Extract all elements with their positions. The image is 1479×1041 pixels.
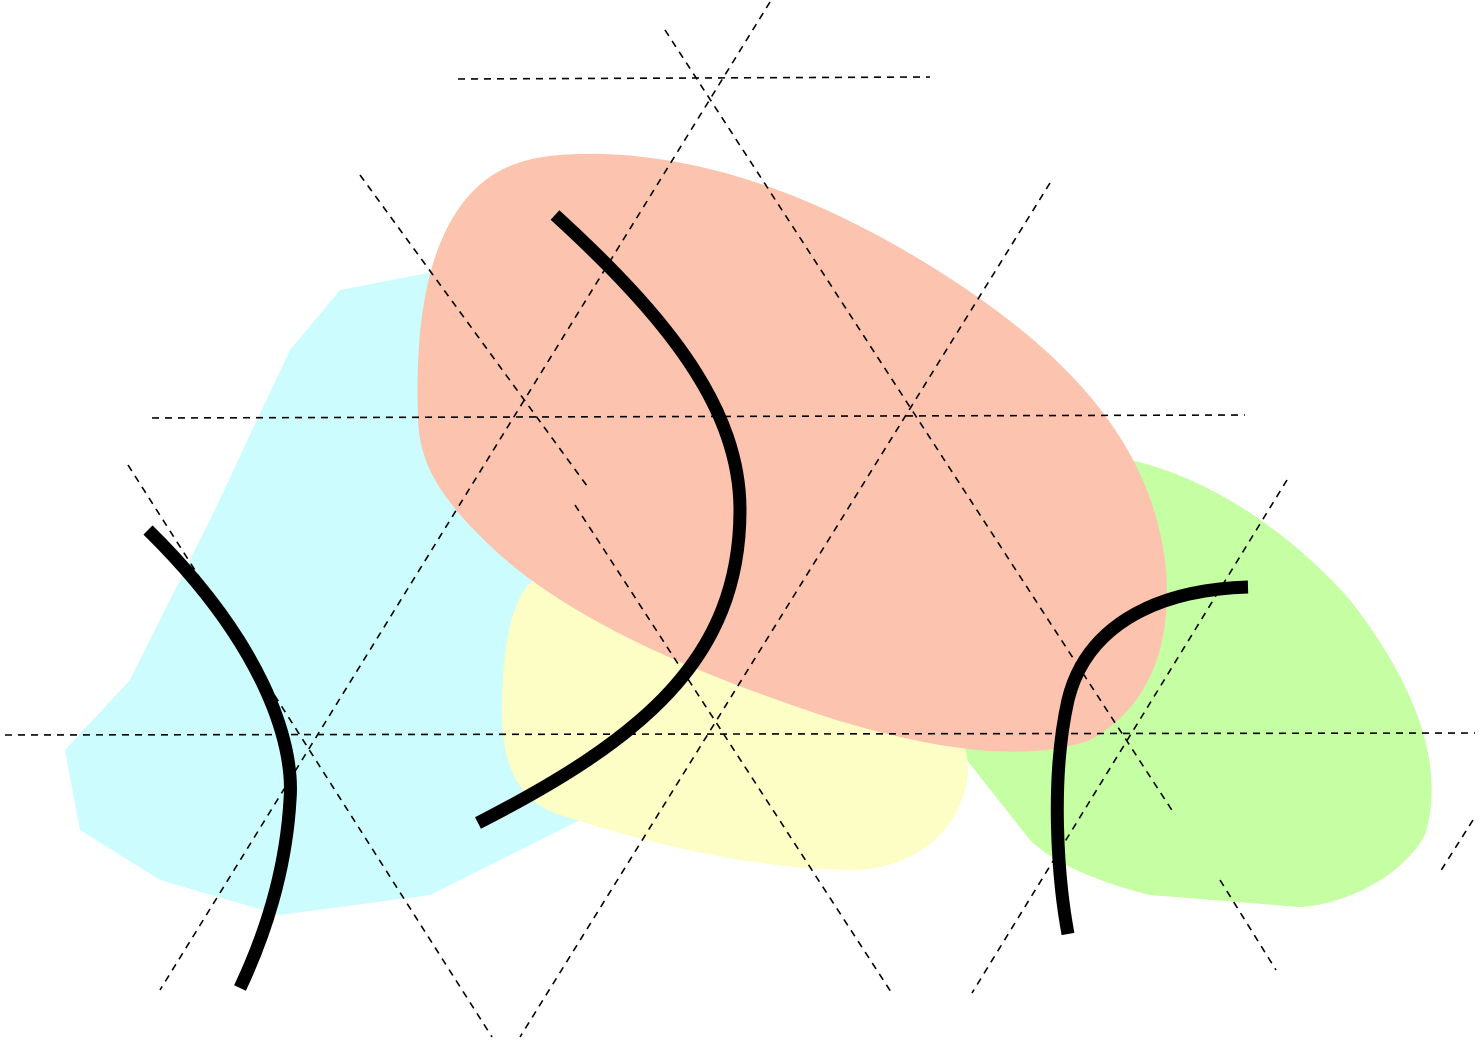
yellow-region — [501, 575, 969, 870]
guide-lines-layer — [4, 1, 1476, 1038]
dashed-diagonal-line-4 — [519, 182, 1051, 1038]
regions-layer — [65, 153, 1432, 915]
dashed-diagonal-line-2 — [664, 29, 1176, 816]
thick-curve-center — [475, 210, 747, 829]
dashed-horizontal-line-top — [457, 76, 931, 80]
dashed-diagonal-line-6 — [127, 464, 493, 1038]
thick-curve-left — [143, 525, 297, 991]
dashed-horizontal-line-bottom — [4, 732, 1476, 736]
dashed-diagonal-line-3 — [359, 174, 591, 491]
dashed-diagonal-line-9 — [1439, 819, 1474, 873]
dashed-diagonal-line-1 — [159, 1, 771, 991]
curves-layer — [143, 210, 1249, 991]
salmon-region — [417, 153, 1167, 752]
dashed-horizontal-line-middle — [151, 414, 1246, 419]
dashed-diagonal-line-5 — [574, 504, 894, 996]
thick-curve-right — [1050, 580, 1249, 936]
dashed-diagonal-line-7 — [971, 479, 1288, 994]
dashed-diagonal-line-8 — [1219, 879, 1277, 971]
